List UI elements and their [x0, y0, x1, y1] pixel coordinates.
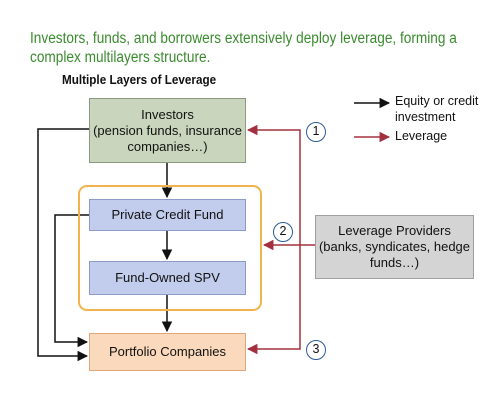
leverage-to-portfolio: [246, 245, 301, 355]
private-credit-fund-box: Private Credit Fund: [89, 199, 246, 231]
callout-2: 2: [273, 222, 293, 242]
callout-3: 3: [306, 340, 326, 360]
private-credit-fund-label: Private Credit Fund: [111, 207, 224, 222]
investors-box: Investors (pension funds, insurance comp…: [89, 98, 246, 163]
fund-owned-spv-box: Fund-Owned SPV: [89, 261, 246, 295]
portfolio-companies-box: Portfolio Companies: [89, 333, 246, 371]
leverage-providers-box: Leverage Providers (banks, syndicates, h…: [315, 215, 474, 279]
portfolio-companies-label: Portfolio Companies: [108, 344, 227, 359]
leverage-providers-detail-1: (banks, syndicates, hedge: [318, 239, 471, 254]
callout-1: 1: [306, 122, 326, 142]
arrow-investors-direct-outer: [37, 128, 89, 362]
arrow-fund-direct-inner: [54, 214, 89, 348]
leverage-providers-title: Leverage Providers: [338, 223, 451, 238]
headline-line-2: complex multilayers structure.: [30, 49, 211, 66]
diagram-title: Multiple Layers of Leverage: [62, 72, 217, 87]
legend-equity-label-1: Equity or credit: [395, 94, 479, 108]
fund-layer-container: [78, 185, 262, 311]
investors-detail-1: (pension funds, insurance: [93, 122, 242, 138]
leverage-bus: [246, 124, 315, 246]
legend-equity-label-2: investment: [395, 110, 456, 124]
investors-detail-2: companies…): [127, 138, 208, 154]
headline: Investors, funds, and borrowers extensiv…: [30, 29, 457, 67]
fund-owned-spv-label: Fund-Owned SPV: [115, 270, 220, 285]
investors-title: Investors: [141, 106, 194, 122]
legend-leverage-label: Leverage: [395, 129, 448, 143]
headline-line-1: Investors, funds, and borrowers extensiv…: [30, 30, 457, 47]
leverage-providers-detail-2: funds…): [369, 255, 420, 270]
